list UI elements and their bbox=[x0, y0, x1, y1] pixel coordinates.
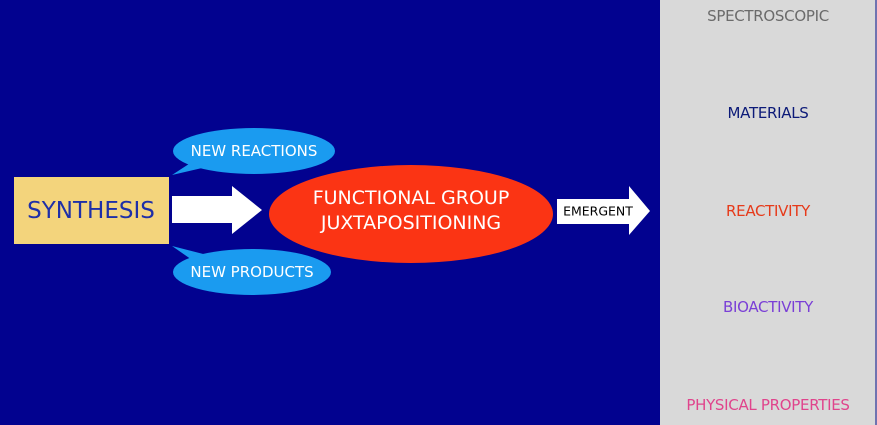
panel-edge bbox=[875, 0, 877, 425]
central-label-line1: FUNCTIONAL GROUP bbox=[312, 187, 510, 209]
emergent-label: EMERGENT bbox=[563, 203, 633, 219]
central-label-line2: JUXTAPOSITIONING bbox=[320, 212, 502, 234]
functional-group-ellipse bbox=[269, 165, 553, 263]
synthesis-box bbox=[14, 177, 169, 244]
outcome-bioactivity: BIOACTIVITY bbox=[722, 298, 814, 316]
synthesis-arrow bbox=[172, 186, 262, 234]
outcome-materials: MATERIALS bbox=[727, 104, 809, 122]
new-reactions-label: NEW REACTIONS bbox=[190, 142, 318, 160]
new-products-label: NEW PRODUCTS bbox=[190, 263, 314, 281]
outcome-reactivity: REACTIVITY bbox=[726, 202, 810, 220]
outcomes-panel bbox=[660, 0, 875, 425]
outcome-spectroscopic: SPECTROSCOPIC bbox=[707, 7, 829, 25]
emergent-arrow bbox=[557, 186, 650, 235]
outcome-physical-properties: PHYSICAL PROPERTIES bbox=[686, 396, 850, 414]
new-reactions-bubble bbox=[172, 128, 335, 175]
new-products-bubble bbox=[172, 246, 331, 295]
synthesis-label: SYNTHESIS bbox=[27, 198, 155, 224]
